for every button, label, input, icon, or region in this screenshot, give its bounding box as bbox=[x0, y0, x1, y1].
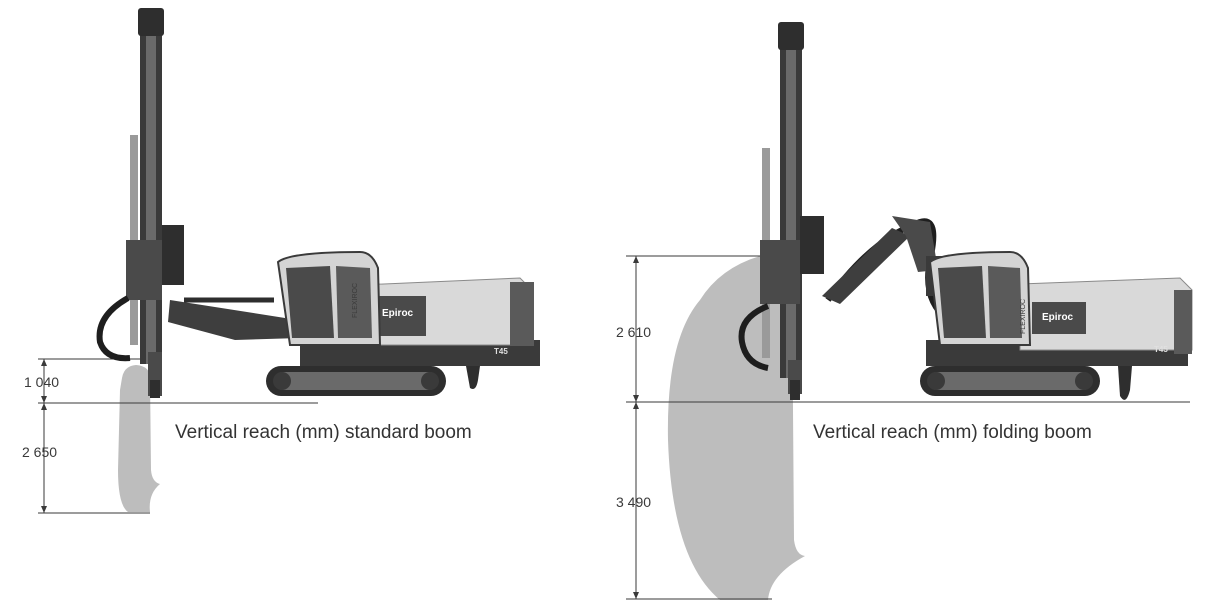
folding-brand-logo: Epiroc bbox=[1042, 312, 1074, 323]
folding-dim-lower-label: 3 490 bbox=[616, 494, 652, 510]
folding-boom-panel: 2 610 3 490 FLEXIROC Epiroc T45 Vertical… bbox=[600, 0, 1212, 603]
standard-carrier-body bbox=[300, 277, 540, 389]
folding-hose-left bbox=[738, 303, 770, 371]
folding-dim-upper-label: 2 610 bbox=[616, 324, 652, 340]
standard-dim-lower-label: 2 650 bbox=[22, 444, 58, 460]
standard-brand-logo: Epiroc bbox=[382, 308, 414, 319]
folding-model-label: T45 bbox=[1154, 345, 1168, 354]
standard-hose bbox=[96, 295, 131, 362]
standard-sidebar-text: FLEXIROC bbox=[352, 282, 359, 318]
standard-drill-mast bbox=[126, 8, 184, 398]
standard-boom-diagram bbox=[38, 8, 540, 514]
standard-model-label: T45 bbox=[494, 347, 508, 356]
folding-boom-arm bbox=[822, 216, 942, 304]
folding-boom-diagram bbox=[626, 22, 1193, 600]
standard-caption: Vertical reach (mm) standard boom bbox=[175, 422, 472, 443]
standard-boom-arm bbox=[168, 300, 300, 340]
standard-dim-upper-label: 1 040 bbox=[24, 374, 60, 390]
folding-sidebar-text: FLEXIROC bbox=[1020, 298, 1027, 334]
folding-dimension-arrows bbox=[633, 256, 639, 599]
standard-dimension-arrows bbox=[41, 359, 47, 513]
folding-cab bbox=[928, 250, 1032, 346]
standard-reach-envelope bbox=[118, 365, 160, 512]
folding-caption: Vertical reach (mm) folding boom bbox=[813, 422, 1092, 443]
folding-tracks bbox=[920, 366, 1100, 396]
standard-dimension-lines bbox=[38, 358, 318, 514]
folding-dimension-lines bbox=[626, 255, 1190, 600]
standard-tracks bbox=[266, 366, 446, 396]
folding-reach-envelope bbox=[667, 255, 805, 600]
folding-drill-mast bbox=[760, 22, 824, 400]
standard-boom-panel: 1 040 2 650 FLEXIROC Epiroc T45 Vertical… bbox=[0, 0, 600, 603]
standard-cab bbox=[276, 250, 382, 346]
